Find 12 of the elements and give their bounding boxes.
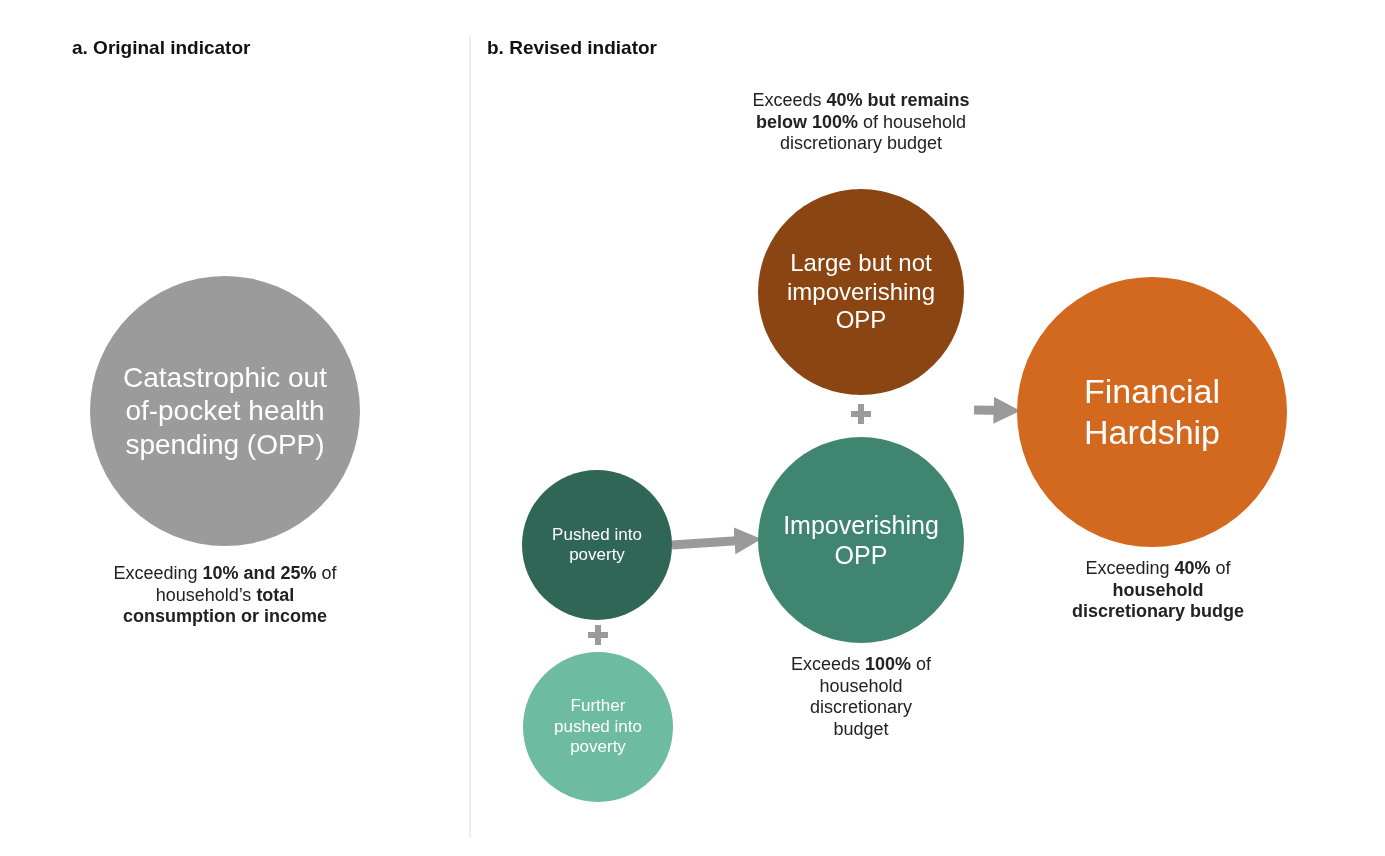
threshold-note: Exceeding 10% and 25% of household’s total consumption or income (112, 563, 338, 628)
threshold-note: Exceeds 40% but remains below 100% of household discretionary budget (751, 90, 971, 155)
threshold-note: Exceeding 40% of household discretionary budge (1070, 558, 1245, 623)
threshold-note: Exceeds 100% of household discretionary budget (789, 654, 933, 741)
node-label: Catastrophic out of-pocket health spending (OPP) (122, 360, 328, 462)
panel-heading: a. Original indicator (72, 37, 251, 59)
node-label: Pushed into poverty (551, 524, 643, 566)
node-label: Further pushed into poverty (553, 696, 643, 758)
node-label: Financial Hardship (1082, 371, 1222, 453)
node-label: Impoverishing OPP (782, 510, 940, 570)
node-label: Large but not impoverishing OPP (785, 248, 937, 336)
panel-heading: b. Revised indiator (487, 37, 657, 59)
